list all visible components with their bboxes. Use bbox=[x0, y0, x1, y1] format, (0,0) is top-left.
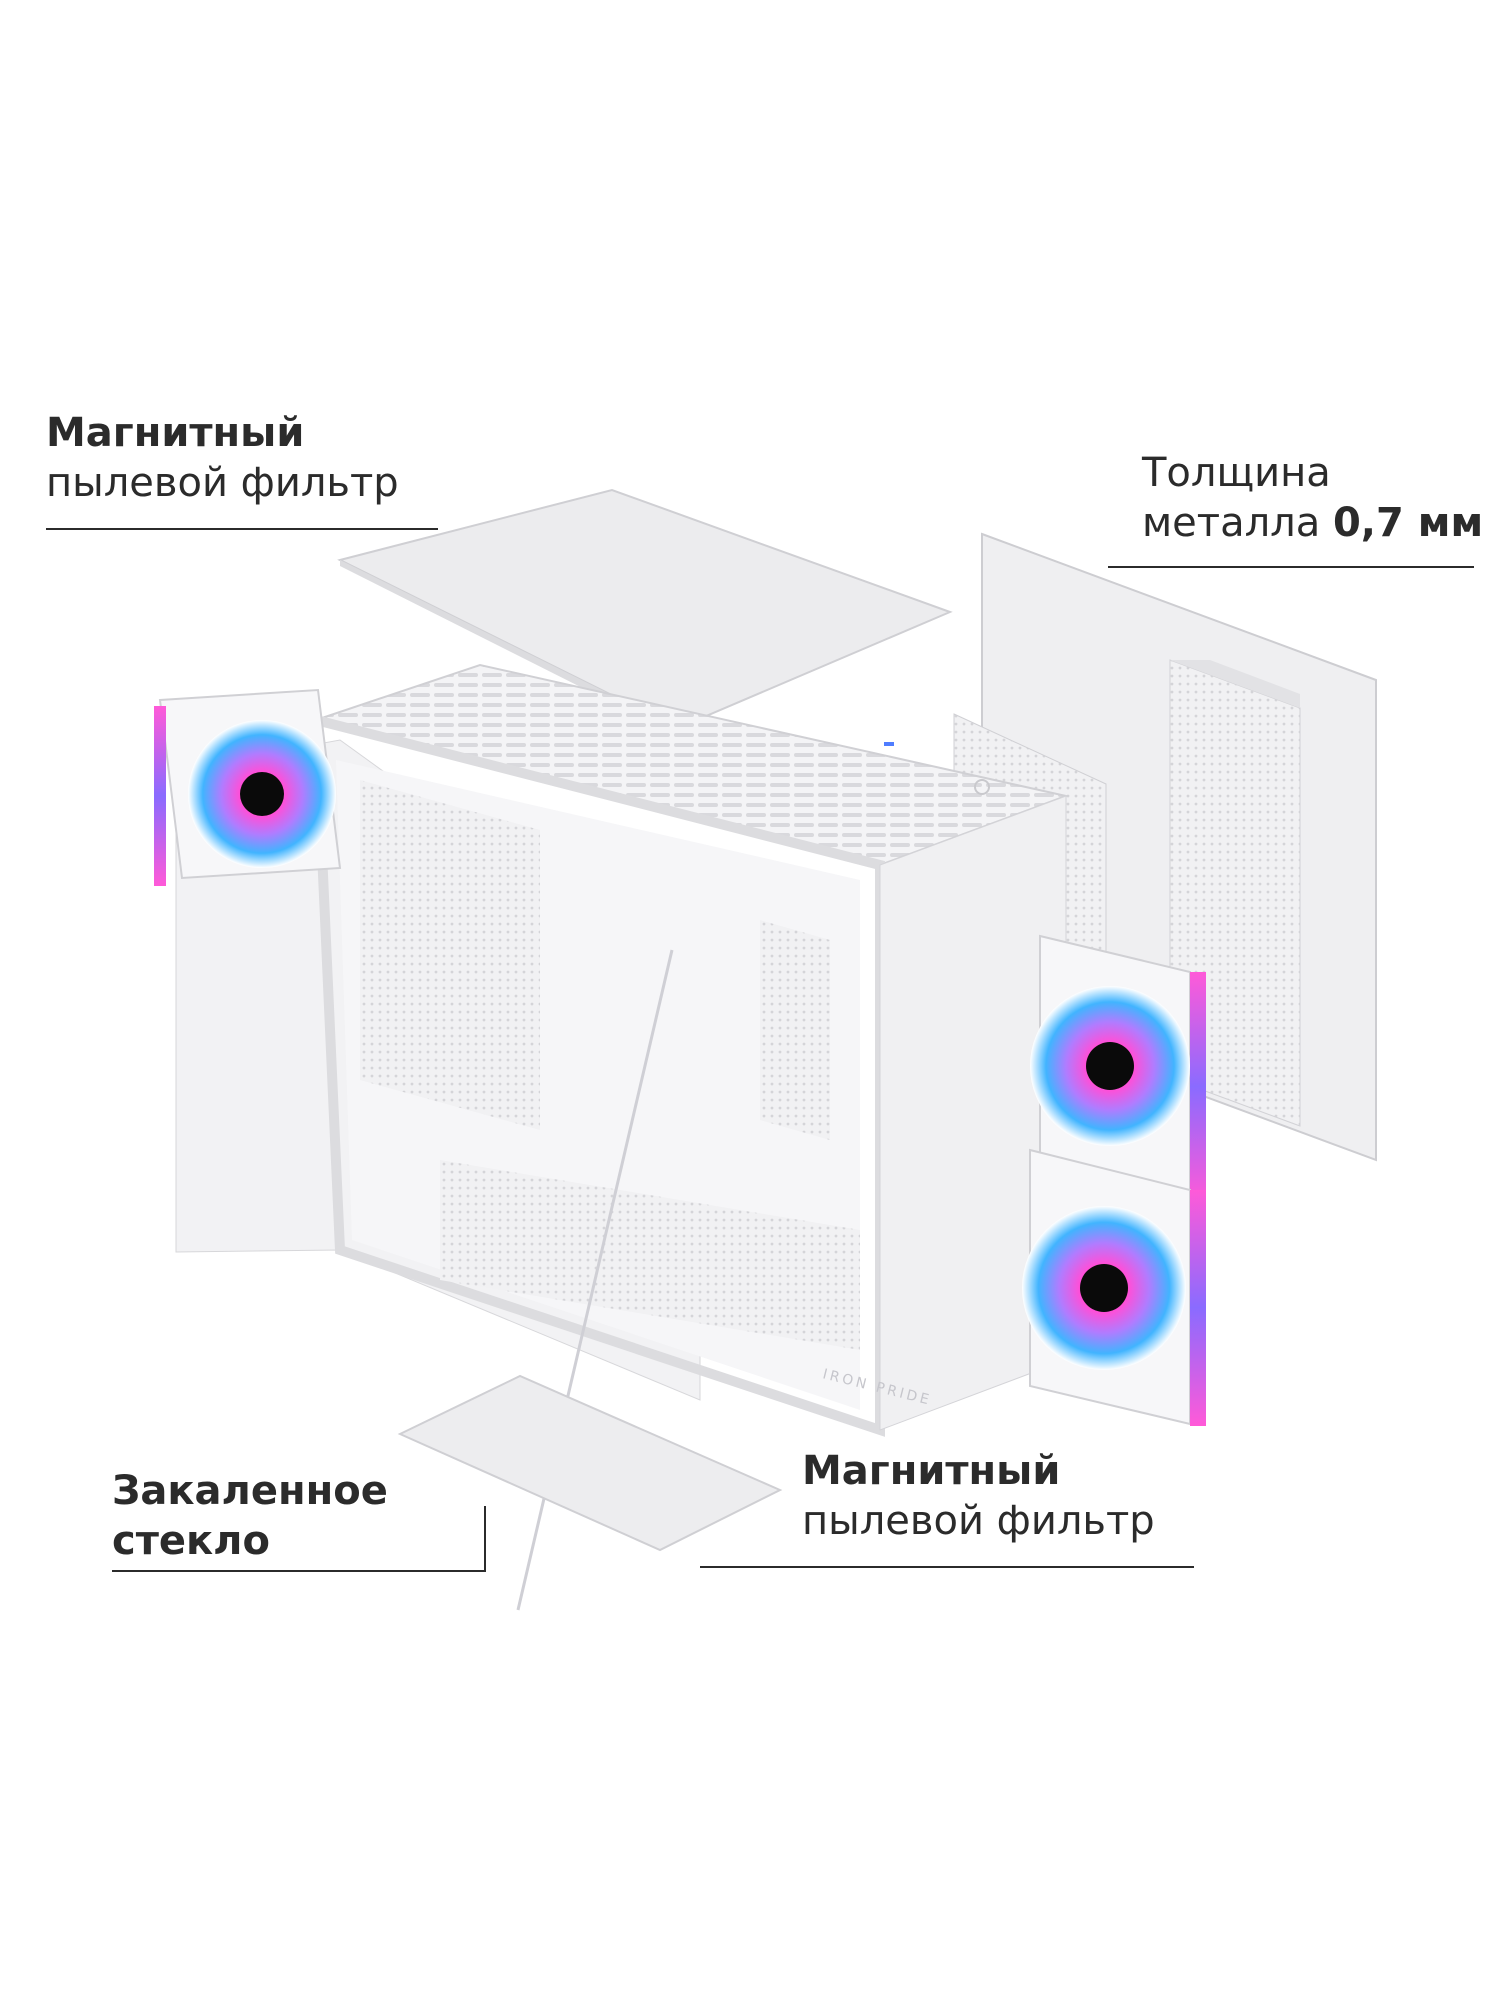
callout-top-left: Магнитный пылевой фильтр bbox=[46, 408, 399, 508]
callout-bottom-center-line1: Магнитный bbox=[802, 1448, 1061, 1494]
callout-bottom-left: Закаленное стекло bbox=[112, 1466, 388, 1566]
fan-right-top bbox=[1030, 934, 1206, 1202]
callout-top-right-line1: Толщина bbox=[1142, 450, 1331, 496]
callout-top-right-value: 0,7 мм bbox=[1332, 500, 1484, 546]
callout-bottom-center-line2: пылевой фильтр bbox=[802, 1498, 1155, 1544]
callout-top-right-rule bbox=[1108, 566, 1474, 568]
fan-right-bottom bbox=[1022, 1148, 1206, 1426]
callout-top-left-line1: Магнитный bbox=[46, 410, 305, 456]
callout-top-left-rule bbox=[46, 528, 438, 530]
callout-bottom-left-vrule bbox=[484, 1506, 486, 1572]
callout-bottom-left-rule bbox=[112, 1570, 486, 1572]
callout-bottom-center: Магнитный пылевой фильтр bbox=[802, 1446, 1155, 1546]
callout-top-left-line2: пылевой фильтр bbox=[46, 460, 399, 506]
fan-left bbox=[154, 688, 342, 886]
callout-bottom-left-line2: стекло bbox=[112, 1518, 270, 1564]
callout-bottom-center-rule bbox=[700, 1566, 1194, 1568]
callout-bottom-left-line1: Закаленное bbox=[112, 1468, 388, 1514]
callout-top-right: Толщина металла 0,7 мм bbox=[1142, 448, 1483, 548]
bottom-dust-filter bbox=[397, 1374, 783, 1552]
callout-top-right-prefix: металла bbox=[1142, 500, 1333, 546]
